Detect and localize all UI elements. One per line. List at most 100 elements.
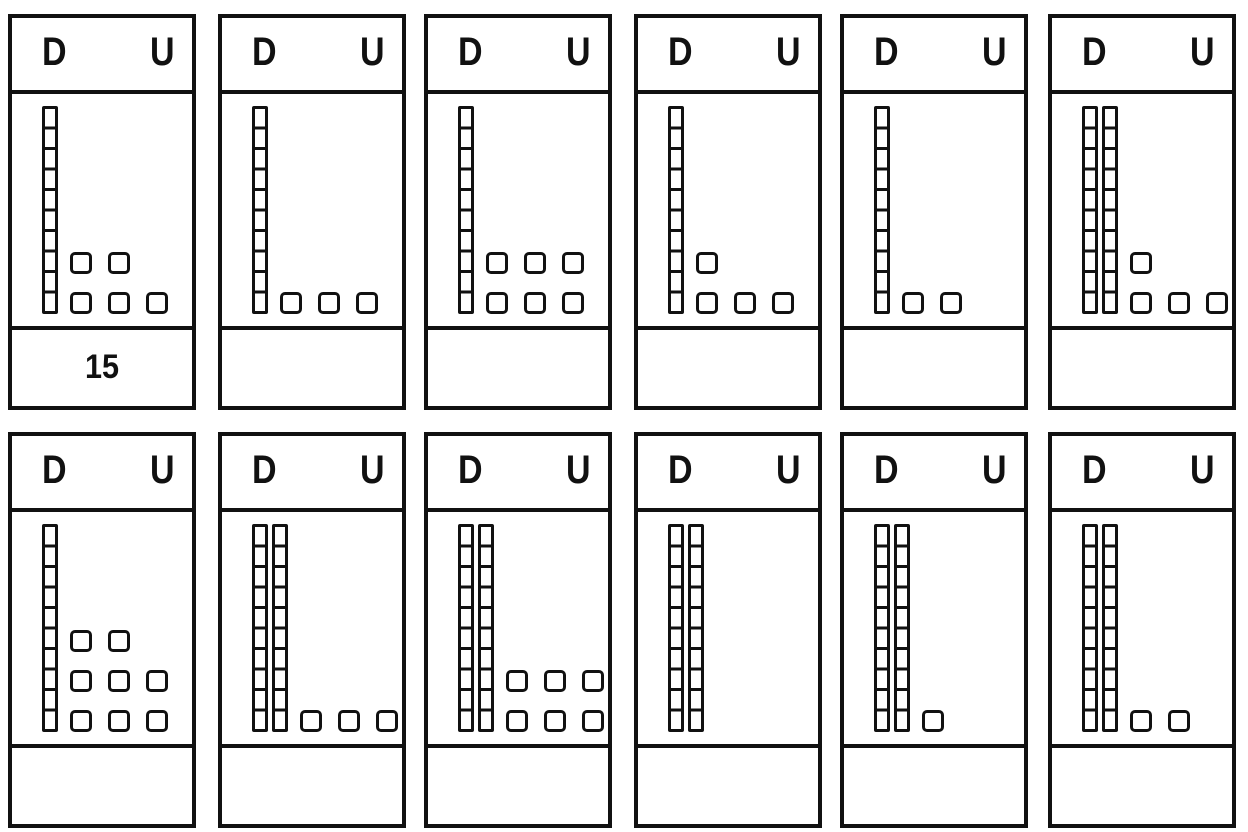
answer-box[interactable]: [428, 744, 608, 824]
tens-column-label: D: [458, 28, 483, 76]
unit-cube: [280, 292, 302, 314]
ten-rod: [1102, 524, 1118, 732]
units-column-label: U: [360, 446, 385, 494]
ten-rod: [1102, 106, 1118, 314]
unit-cube: [146, 292, 168, 314]
unit-cube: [108, 710, 130, 732]
answer-value: 15: [21, 330, 183, 404]
tens-column-label: D: [874, 28, 899, 76]
unit-cube: [1130, 292, 1152, 314]
unit-cube: [486, 252, 508, 274]
ten-rod: [668, 524, 684, 732]
unit-cube: [506, 710, 528, 732]
unit-cube: [544, 670, 566, 692]
answer-box[interactable]: [428, 326, 608, 406]
unit-cube: [506, 670, 528, 692]
base-ten-blocks: [428, 512, 608, 748]
ten-rod: [272, 524, 288, 732]
base-ten-blocks: [222, 512, 402, 748]
units-column-label: U: [360, 28, 385, 76]
unit-cube: [108, 292, 130, 314]
ten-rod: [1082, 106, 1098, 314]
answer-box[interactable]: [638, 326, 818, 406]
base-ten-blocks: [428, 94, 608, 330]
answer-box[interactable]: [844, 326, 1024, 406]
tens-column-label: D: [42, 446, 67, 494]
tens-column-label: D: [1082, 28, 1107, 76]
ten-rod: [894, 524, 910, 732]
answer-box[interactable]: [12, 744, 192, 824]
unit-cube: [300, 710, 322, 732]
unit-cube: [562, 292, 584, 314]
unit-cube: [486, 292, 508, 314]
units-column-label: U: [566, 28, 591, 76]
ten-rod: [874, 524, 890, 732]
unit-cube: [1206, 292, 1228, 314]
units-column-label: U: [566, 446, 591, 494]
unit-cube: [902, 292, 924, 314]
ten-rod: [688, 524, 704, 732]
answer-box[interactable]: [844, 744, 1024, 824]
base-ten-blocks: [844, 512, 1024, 748]
ten-rod: [668, 106, 684, 314]
unit-cube: [544, 710, 566, 732]
base-ten-blocks: [222, 94, 402, 330]
tens-column-label: D: [252, 446, 277, 494]
tens-column-label: D: [252, 28, 277, 76]
unit-cube: [146, 670, 168, 692]
unit-cube: [338, 710, 360, 732]
base-ten-blocks: [1052, 94, 1232, 330]
tens-column-label: D: [1082, 446, 1107, 494]
answer-box[interactable]: [1052, 326, 1232, 406]
base-ten-blocks: [638, 512, 818, 748]
unit-cube: [1168, 710, 1190, 732]
unit-cube: [1168, 292, 1190, 314]
ten-rod: [458, 524, 474, 732]
unit-cube: [524, 252, 546, 274]
unit-cube: [1130, 252, 1152, 274]
units-column-label: U: [150, 446, 175, 494]
unit-cube: [146, 710, 168, 732]
tens-column-label: D: [458, 446, 483, 494]
ten-rod: [874, 106, 890, 314]
answer-box[interactable]: [222, 326, 402, 406]
answer-box[interactable]: [222, 744, 402, 824]
units-column-label: U: [982, 28, 1007, 76]
unit-cube: [524, 292, 546, 314]
answer-box[interactable]: 15: [12, 326, 192, 406]
units-column-label: U: [1190, 446, 1215, 494]
answer-box[interactable]: [1052, 744, 1232, 824]
unit-cube: [70, 710, 92, 732]
ten-rod: [42, 524, 58, 732]
units-column-label: U: [982, 446, 1007, 494]
base-ten-blocks: [844, 94, 1024, 330]
unit-cube: [582, 710, 604, 732]
unit-cube: [562, 252, 584, 274]
unit-cube: [696, 292, 718, 314]
unit-cube: [734, 292, 756, 314]
tens-column-label: D: [668, 446, 693, 494]
base-ten-blocks: [1052, 512, 1232, 748]
ten-rod: [458, 106, 474, 314]
answer-box[interactable]: [638, 744, 818, 824]
units-column-label: U: [776, 28, 801, 76]
tens-column-label: D: [42, 28, 67, 76]
unit-cube: [582, 670, 604, 692]
